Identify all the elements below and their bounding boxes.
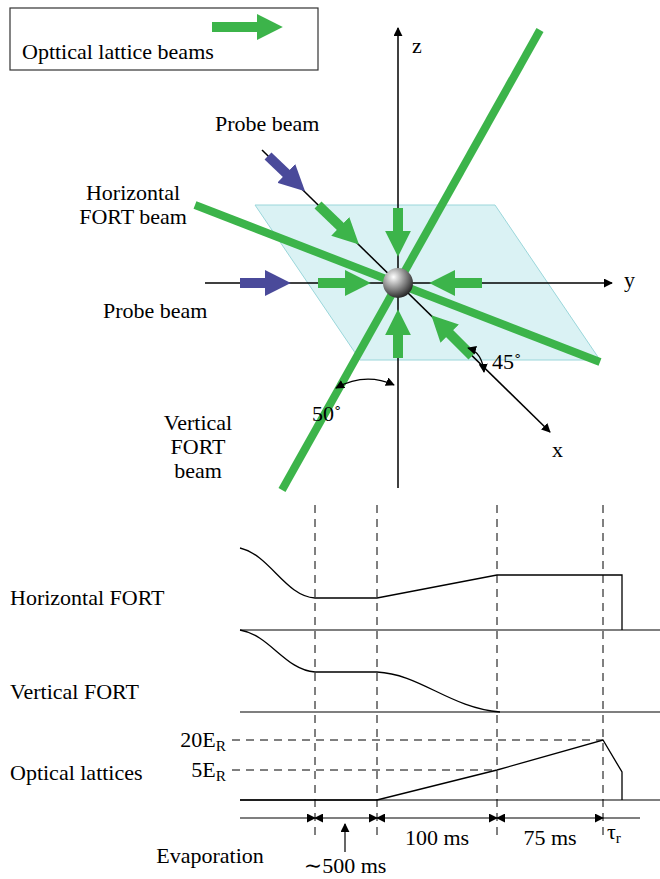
label: 5ER [191,758,226,782]
label: 45˚ [492,350,521,374]
probe-arrows [240,156,290,283]
label: Evaporation [156,844,264,868]
label: Probe beam [215,112,319,136]
label: z [412,34,422,58]
label: Horizontal FORT [10,586,165,610]
label: x [552,438,563,462]
label: Vertical FORT beam [148,411,248,484]
angle-arc-50 [336,379,394,388]
x-axis [262,150,550,432]
atom-cloud [383,268,413,298]
legend-box [10,8,318,70]
label: 75 ms [523,826,576,850]
waveforms [240,548,622,800]
legend-arrow [212,22,262,32]
label: Vertical FORT [10,680,139,704]
label: 20ER [180,728,226,752]
label: 50˚ [312,402,341,426]
time-axis [240,818,640,852]
horizontal-fort-beam [195,205,600,362]
angle-arc-45 [468,348,484,372]
label: y [624,268,635,292]
lattice-arrows [318,205,482,358]
vertical-fort-beam [282,30,540,490]
label: Optical lattices [10,761,143,785]
legend-text: Opttical lattice beams [22,40,214,64]
label: Horizontal FORT beam [74,181,192,229]
baselines [240,630,660,800]
label: Probe beam [103,299,207,323]
label: τr [607,820,621,844]
label: 100 ms [405,826,469,850]
label: ∼500 ms [304,854,387,878]
z-axis [397,28,399,488]
